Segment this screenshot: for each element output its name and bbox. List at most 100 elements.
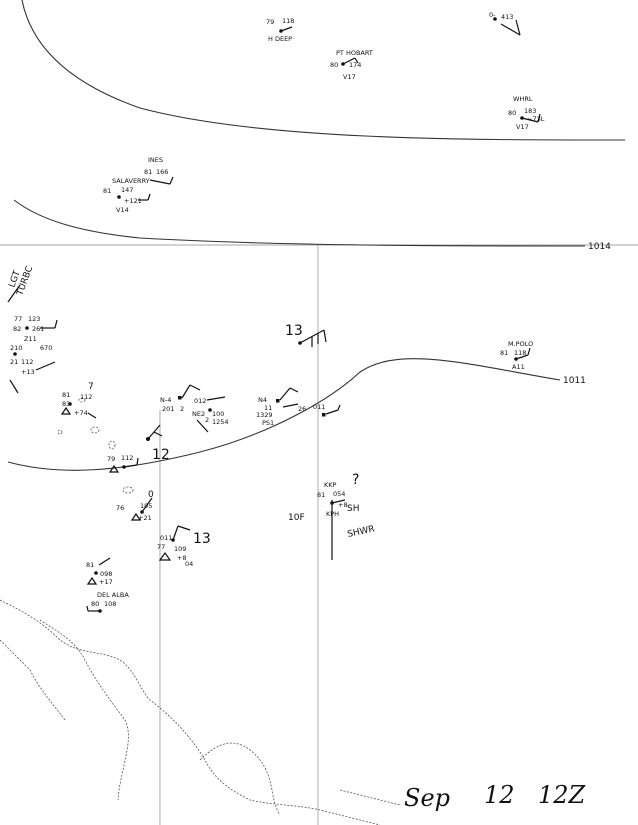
svg-text:79: 79: [107, 455, 115, 463]
isobar-label-1011: 1011: [563, 376, 586, 386]
svg-text:2: 2: [180, 405, 184, 413]
svg-text:PT HOBART: PT HOBART: [336, 49, 373, 57]
svg-text:80: 80: [508, 109, 516, 117]
svg-text:13: 13: [285, 323, 303, 339]
station-26: 26 011: [298, 403, 341, 417]
svg-text:1254: 1254: [212, 418, 229, 426]
svg-text:670: 670: [40, 344, 52, 352]
svg-text:13: 13: [193, 531, 211, 547]
station-del-alba: DEL ALBA 80 108: [86, 591, 129, 613]
svg-text:1329: 1329: [256, 411, 273, 419]
station-kkp: KKP ? 81 054 +8 KPH 10F SH: [288, 472, 359, 523]
svg-text:112: 112: [21, 358, 33, 366]
svg-text:PS1: PS1: [262, 419, 274, 427]
svg-text:054: 054: [333, 490, 345, 498]
svg-text:?: ?: [352, 472, 359, 488]
svg-text:011: 011: [313, 403, 325, 411]
svg-text:81: 81: [500, 349, 508, 357]
station-whrl: WHRL 80 183 ~73L V17: [508, 95, 545, 131]
svg-text:112: 112: [121, 454, 133, 462]
svg-text:174: 174: [349, 61, 361, 69]
svg-text:NE2: NE2: [192, 410, 205, 418]
svg-text:109: 109: [174, 545, 186, 553]
svg-text:0: 0: [148, 490, 154, 500]
svg-text:81: 81: [144, 168, 152, 176]
svg-text:100: 100: [212, 410, 224, 418]
svg-text:KPH: KPH: [326, 510, 339, 518]
svg-text:77: 77: [14, 315, 22, 323]
svg-text:INES: INES: [148, 156, 163, 164]
svg-text:12Z: 12Z: [538, 781, 587, 809]
svg-text:Z11: Z11: [24, 335, 37, 343]
svg-text:11: 11: [264, 404, 272, 412]
isobar-1014: [13, 199, 586, 247]
svg-text:SALAVERRY: SALAVERRY: [112, 177, 150, 185]
svg-text:V17: V17: [343, 73, 356, 81]
svg-text:21: 21: [10, 358, 18, 366]
svg-text:166: 166: [156, 168, 168, 176]
wind-observation-12: 12: [146, 424, 170, 463]
svg-text:N4: N4: [258, 396, 267, 404]
isobar-1011: [7, 358, 561, 471]
svg-text:~73L: ~73L: [527, 115, 545, 123]
station-n4-east: N4 11 1329 PS1: [256, 387, 299, 427]
svg-text:+21: +21: [138, 514, 152, 522]
isobar-label-1014: 1014: [588, 242, 611, 252]
svg-text:261: 261: [32, 325, 44, 333]
svg-text:79: 79: [266, 18, 274, 26]
shower-annotation: SHWR: [347, 524, 376, 540]
station-h-deep: 79 118 H DEEP: [266, 17, 294, 43]
station-top-right: 0- 413: [489, 11, 521, 36]
station-salaverry: INES 81 166 SALAVERRY 81 147 +121 V14: [103, 156, 174, 214]
svg-text:V17: V17: [516, 123, 529, 131]
svg-text:81: 81: [317, 491, 325, 499]
svg-text:81: 81: [62, 391, 70, 399]
svg-text:123: 123: [28, 315, 40, 323]
svg-text:A11: A11: [512, 363, 525, 371]
svg-text:210: 210: [10, 344, 22, 352]
svg-text:76: 76: [116, 504, 124, 512]
svg-text:DEL ALBA: DEL ALBA: [97, 591, 129, 599]
svg-text:+13: +13: [21, 368, 35, 376]
svg-text:108: 108: [104, 600, 116, 608]
svg-text:83: 83: [62, 400, 70, 408]
svg-text:+74: +74: [74, 409, 88, 417]
svg-text:098: 098: [100, 570, 112, 578]
station-77: 13 77 109 +8 04 011: [157, 525, 211, 568]
svg-text:+8: +8: [338, 501, 348, 509]
svg-text:118: 118: [282, 17, 294, 25]
station-seven: 7 81 112 83 +74: [60, 382, 97, 419]
svg-text:118: 118: [514, 349, 526, 357]
svg-text:M.POLO: M.POLO: [508, 340, 533, 348]
svg-text:147: 147: [121, 186, 133, 194]
coastline: [0, 599, 401, 825]
svg-text:26: 26: [298, 405, 306, 413]
svg-text:V14: V14: [116, 206, 129, 214]
svg-text:12: 12: [484, 781, 515, 809]
svg-text:81: 81: [86, 561, 94, 569]
svg-text:+17: +17: [99, 578, 113, 586]
svg-text:7: 7: [88, 382, 94, 392]
svg-text:011: 011: [160, 534, 172, 542]
wind-observation-13: 13: [285, 323, 327, 347]
svg-text:04: 04: [185, 560, 193, 568]
islands: [57, 397, 134, 494]
date-stamp: Sep 12 12Z: [404, 781, 587, 812]
svg-text:0-: 0-: [489, 11, 496, 19]
svg-text:80: 80: [330, 61, 338, 69]
svg-text:77: 77: [157, 543, 165, 551]
station-m-polo: M.POLO 81 118 A11: [500, 340, 533, 371]
station-76: 0 76 105 +21: [116, 490, 154, 522]
svg-text:Sep: Sep: [404, 784, 450, 812]
svg-text:N-4: N-4: [160, 396, 171, 404]
svg-text:12: 12: [152, 447, 170, 463]
svg-text:80: 80: [91, 600, 99, 608]
svg-text:+8: +8: [177, 554, 187, 562]
svg-text:201: 201: [162, 405, 174, 413]
svg-text:012: 012: [194, 397, 206, 405]
station-79: 79 112: [107, 454, 139, 473]
note-lgt-turbc: LGT TURBC: [7, 265, 35, 303]
svg-text:KKP: KKP: [324, 481, 337, 489]
station-left-cluster: 77 123 82 261 Z11 210 670 21 112 +13: [9, 315, 58, 394]
